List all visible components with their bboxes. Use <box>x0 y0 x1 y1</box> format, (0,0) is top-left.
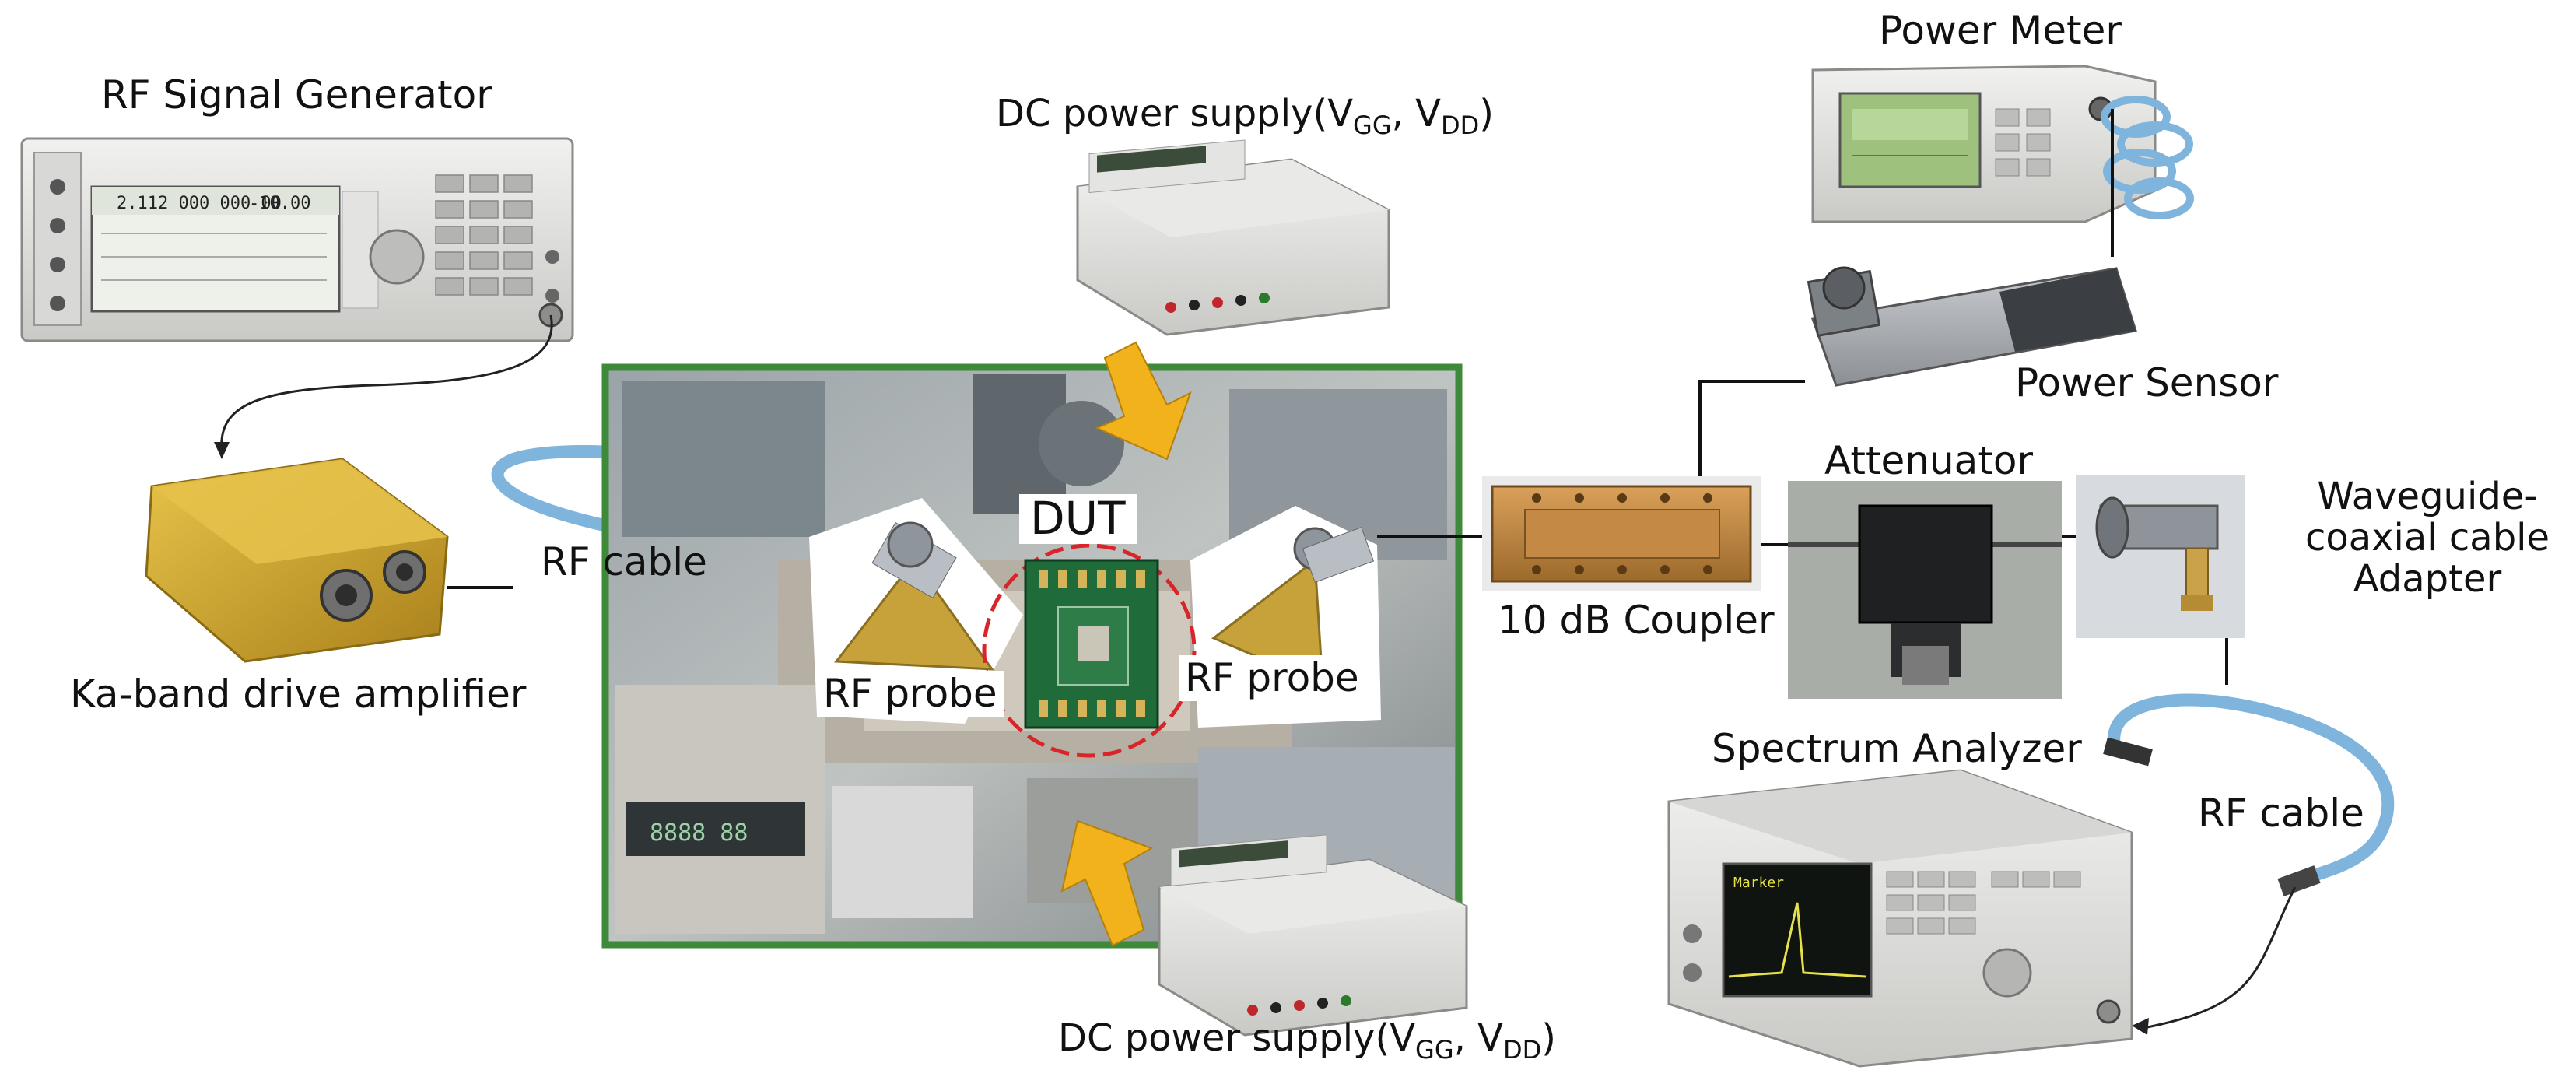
label-waveguide-adapter: Waveguide- coaxial cable Adapter <box>2295 476 2560 599</box>
dc-bottom-suffix: ) <box>1541 1016 1556 1060</box>
spectrum-marker-readout: Marker <box>1733 875 1784 891</box>
label-spectrum-analyzer: Spectrum Analyzer <box>1712 726 2082 771</box>
label-ka-band-drive-amplifier: Ka-band drive amplifier <box>70 672 527 717</box>
dc-bottom-prefix: DC power supply(V <box>1058 1016 1416 1060</box>
label-rf-probe-left: RF probe <box>817 671 1004 717</box>
photo-frame <box>601 363 1463 949</box>
label-dc-power-supply-bottom: DC power supply(VGG, VDD) <box>1058 1018 1556 1064</box>
label-10db-coupler: 10 dB Coupler <box>1498 598 1775 643</box>
rf-probe-left-inset <box>809 498 1023 724</box>
waveguide-line-3: Adapter <box>2353 556 2502 601</box>
10db-coupler <box>1482 476 1761 591</box>
power-sensor <box>1807 266 2137 387</box>
label-dut: DUT <box>1019 493 1137 544</box>
label-dc-power-supply-top: DC power supply(VGG, VDD) <box>996 93 1494 139</box>
dc-bottom-sub2: DD <box>1502 1035 1542 1065</box>
cable-to-spectrum-analyzer <box>2147 886 2297 1029</box>
waveguide-line-1: Waveguide- <box>2317 475 2538 518</box>
dc-top-sub1: GG <box>1353 111 1392 140</box>
dut-chip <box>1024 559 1159 729</box>
power-sensor-cable-coil <box>2101 96 2194 219</box>
cable-arrowhead-right <box>2132 1018 2149 1035</box>
dc-top-prefix: DC power supply(V <box>996 92 1354 135</box>
label-rf-cable-left: RF cable <box>541 539 707 584</box>
label-power-meter: Power Meter <box>1879 8 2122 53</box>
signal-generator-level-readout: -10.00 <box>249 194 310 213</box>
rf-signal-generator: 2.112 000 000 00 -10.00 <box>20 137 574 342</box>
dc-power-supply-bottom <box>1158 834 1468 1037</box>
label-rf-cable-right: RF cable <box>2198 791 2364 836</box>
dc-top-sub2: DD <box>1440 111 1480 140</box>
waveguide-coaxial-adapter <box>2076 475 2245 638</box>
waveguide-line-2: coaxial cable <box>2304 515 2550 560</box>
label-rf-signal-generator: RF Signal Generator <box>101 72 492 118</box>
arrow-down-to-dut <box>1095 341 1192 461</box>
coupler-to-sensor-line <box>1698 380 1805 476</box>
dc-top-mid: , V <box>1391 92 1441 135</box>
label-power-sensor: Power Sensor <box>2015 360 2279 405</box>
dc-top-suffix: ) <box>1479 92 1494 135</box>
dc-bottom-mid: , V <box>1453 1016 1503 1060</box>
bench-supply-display: 8888 88 <box>650 819 748 847</box>
cable-arrowhead <box>214 442 230 459</box>
dc-bottom-sub1: GG <box>1415 1035 1454 1065</box>
attenuator <box>1788 481 2062 699</box>
rf-cable-right <box>2103 693 2395 896</box>
dc-power-supply-top <box>1076 139 1390 336</box>
dut-ring <box>982 543 1197 758</box>
label-rf-probe-right: RF probe <box>1179 655 1365 701</box>
power-meter <box>1811 65 2157 223</box>
ka-band-drive-amplifier <box>145 458 449 663</box>
signal-generator-frequency-readout: 2.112 000 000 00 <box>117 194 282 213</box>
cable-generator-to-amplifier <box>220 314 553 452</box>
arrow-up-to-dut <box>1060 819 1154 947</box>
label-attenuator: Attenuator <box>1824 438 2034 483</box>
spectrum-analyzer: Marker <box>1667 769 2133 1068</box>
